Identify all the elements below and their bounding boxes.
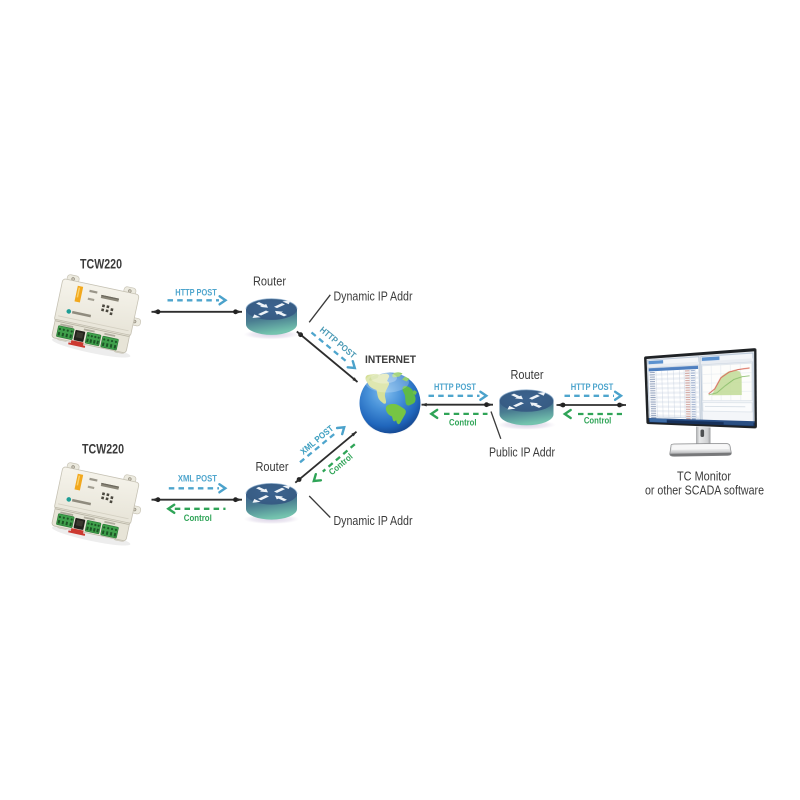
svg-text:Dynamic IP Addr: Dynamic IP Addr xyxy=(334,290,413,304)
svg-text:TCW220: TCW220 xyxy=(80,257,122,272)
svg-text:HTTP POST: HTTP POST xyxy=(571,382,614,392)
svg-text:HTTP POST: HTTP POST xyxy=(175,287,217,297)
svg-text:TCW220: TCW220 xyxy=(82,442,124,457)
svg-text:Router: Router xyxy=(253,275,286,289)
svg-text:or other SCADA software: or other SCADA software xyxy=(645,483,764,497)
svg-text:INTERNET: INTERNET xyxy=(365,354,416,366)
svg-text:Router: Router xyxy=(511,368,544,382)
svg-text:TC Monitor: TC Monitor xyxy=(677,470,731,484)
svg-text:Control: Control xyxy=(584,416,612,426)
svg-text:Router: Router xyxy=(256,460,289,474)
svg-text:HTTP POST: HTTP POST xyxy=(434,382,477,392)
svg-text:XML POST: XML POST xyxy=(178,474,218,484)
svg-text:Public IP Addr: Public IP Addr xyxy=(489,445,555,459)
svg-text:Control: Control xyxy=(449,418,477,428)
svg-text:Control: Control xyxy=(184,513,212,523)
svg-text:Dynamic IP Addr: Dynamic IP Addr xyxy=(334,514,413,528)
